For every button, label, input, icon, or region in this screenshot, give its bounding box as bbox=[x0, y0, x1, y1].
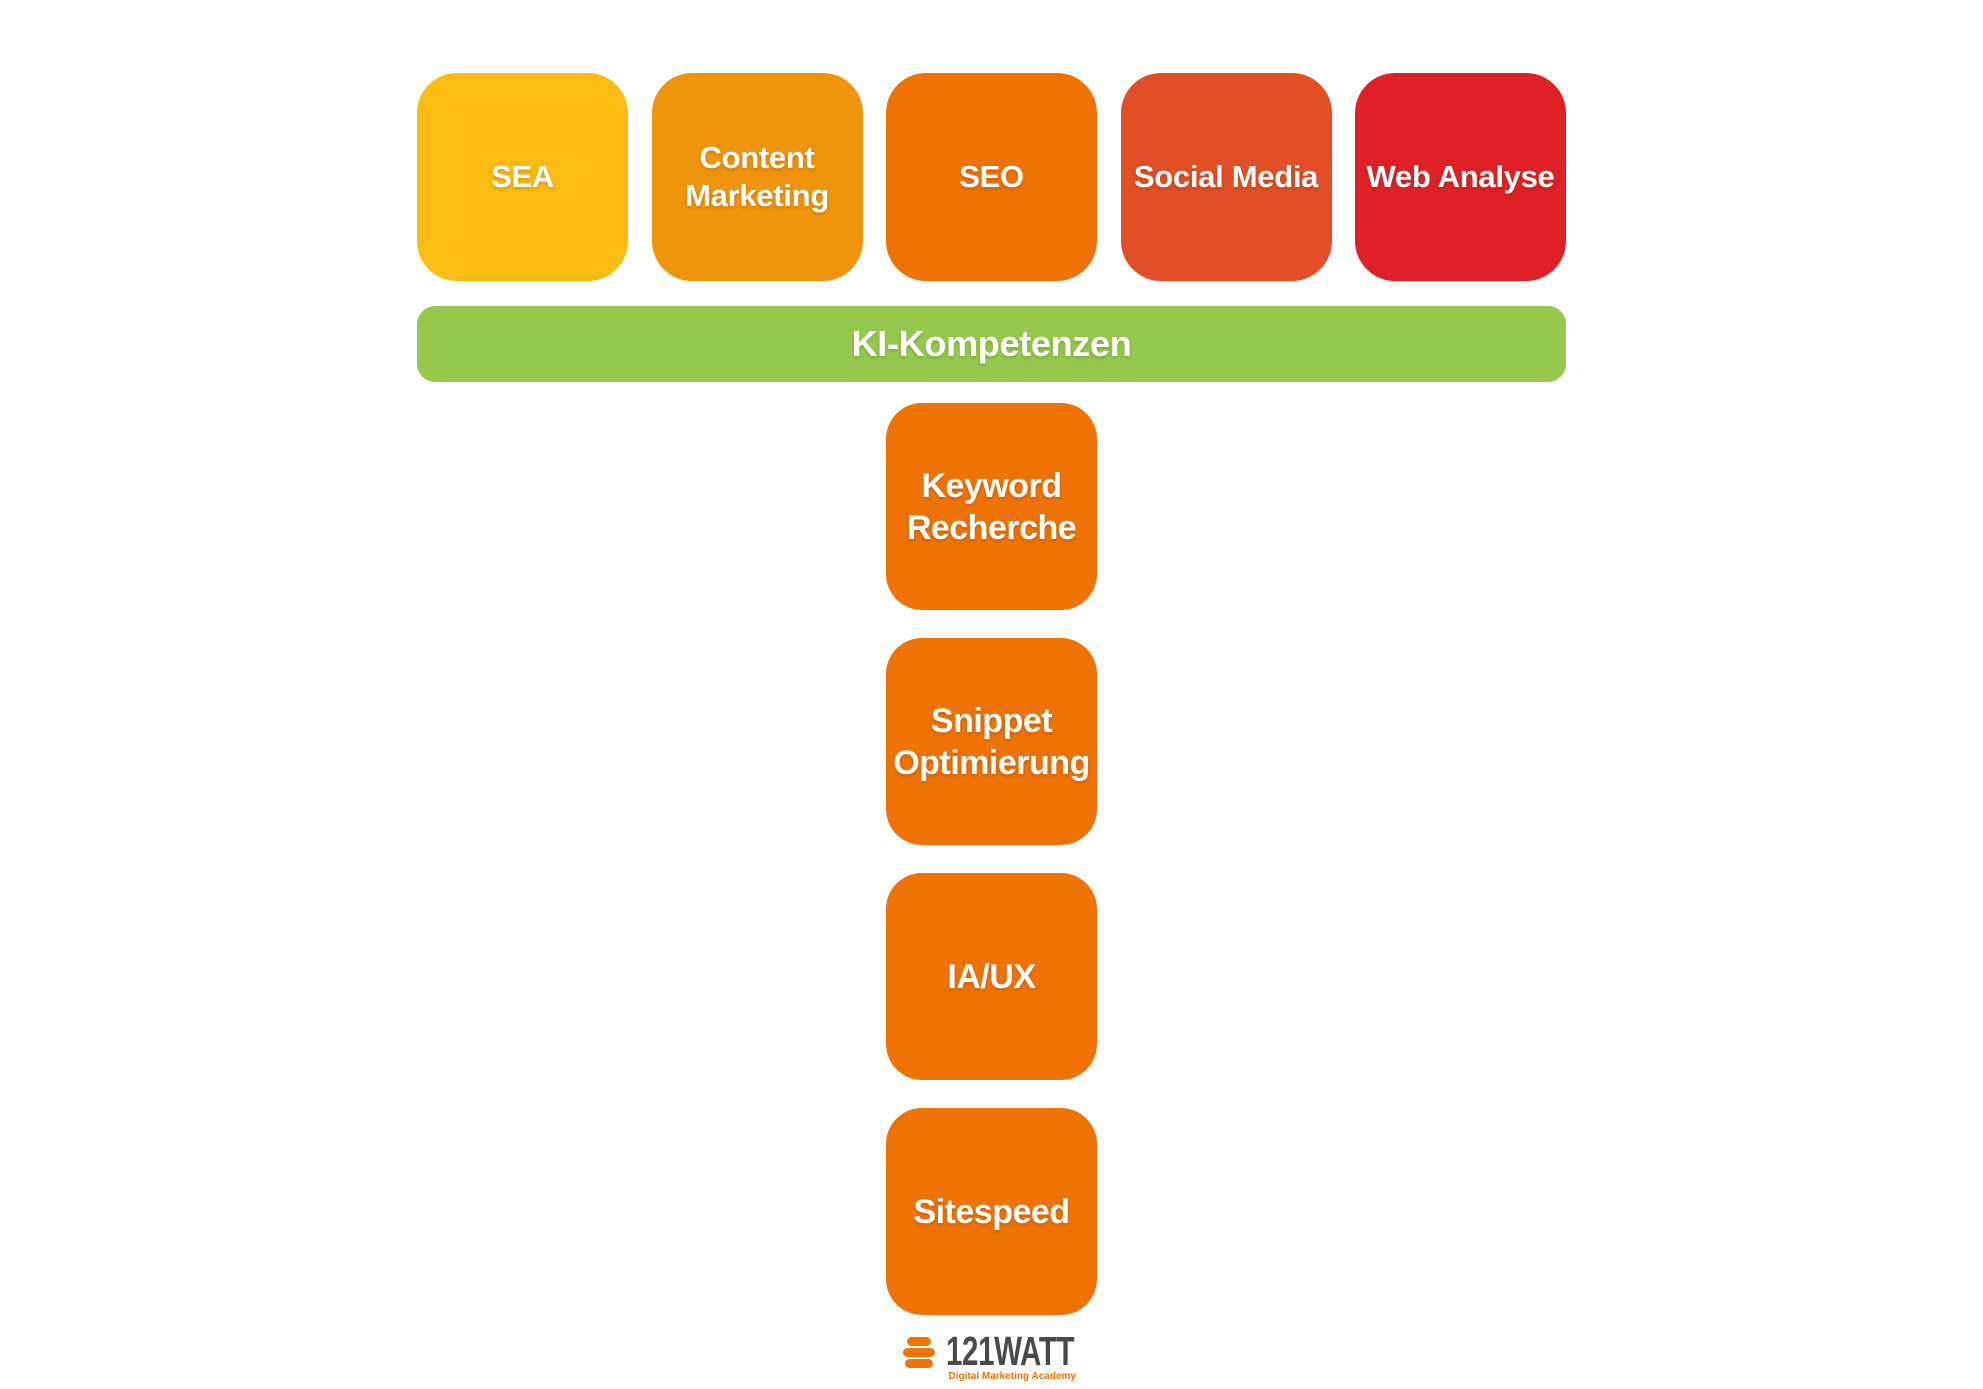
box-keyword-recherche: Keyword Recherche bbox=[886, 403, 1097, 610]
121watt-logo-icon bbox=[903, 1336, 935, 1368]
box-seo: SEO bbox=[886, 73, 1097, 281]
logo-121watt: 121WATT Digital Marketing Academy bbox=[903, 1328, 1076, 1383]
box-sea: SEA bbox=[417, 73, 628, 281]
logo-tagline: Digital Marketing Academy bbox=[948, 1371, 1076, 1382]
box-social-media-label: Social Media bbox=[1133, 159, 1319, 194]
box-sea-label: SEA bbox=[491, 159, 554, 194]
box-sitespeed: Sitespeed bbox=[886, 1108, 1097, 1315]
ki-kompetenzen-label: KI-Kompetenzen bbox=[851, 323, 1132, 364]
logo-bar-middle bbox=[903, 1348, 935, 1357]
box-sitespeed-label: Sitespeed bbox=[913, 1192, 1070, 1231]
logo-text-column: 121WATT Digital Marketing Academy bbox=[946, 1328, 1076, 1383]
box-seo-label: SEO bbox=[959, 159, 1024, 194]
logo-bar-top bbox=[907, 1337, 931, 1346]
logo-bar-bottom bbox=[905, 1359, 933, 1368]
top-competency-row: SEA Content Marketing SEO Social Media W… bbox=[417, 73, 1566, 281]
box-ia-ux: IA/UX bbox=[886, 873, 1097, 1080]
seo-subtopics-stack: Keyword Recherche Snippet Optimierung IA… bbox=[886, 403, 1097, 1315]
box-keyword-recherche-label: Keyword Recherche bbox=[906, 466, 1077, 547]
box-content-marketing-label: Content Marketing bbox=[685, 140, 829, 213]
box-snippet-optimierung-label: Snippet Optimierung bbox=[893, 701, 1090, 782]
box-content-marketing: Content Marketing bbox=[651, 73, 863, 281]
box-web-analyse-label: Web Analyse bbox=[1366, 159, 1555, 194]
box-web-analyse: Web Analyse bbox=[1355, 73, 1566, 281]
box-social-media: Social Media bbox=[1120, 73, 1332, 281]
box-snippet-optimierung: Snippet Optimierung bbox=[886, 638, 1097, 845]
logo-brand-text: 121WATT bbox=[946, 1328, 1075, 1374]
box-ia-ux-label: IA/UX bbox=[947, 957, 1036, 996]
ki-kompetenzen-bar: KI-Kompetenzen bbox=[417, 306, 1566, 382]
